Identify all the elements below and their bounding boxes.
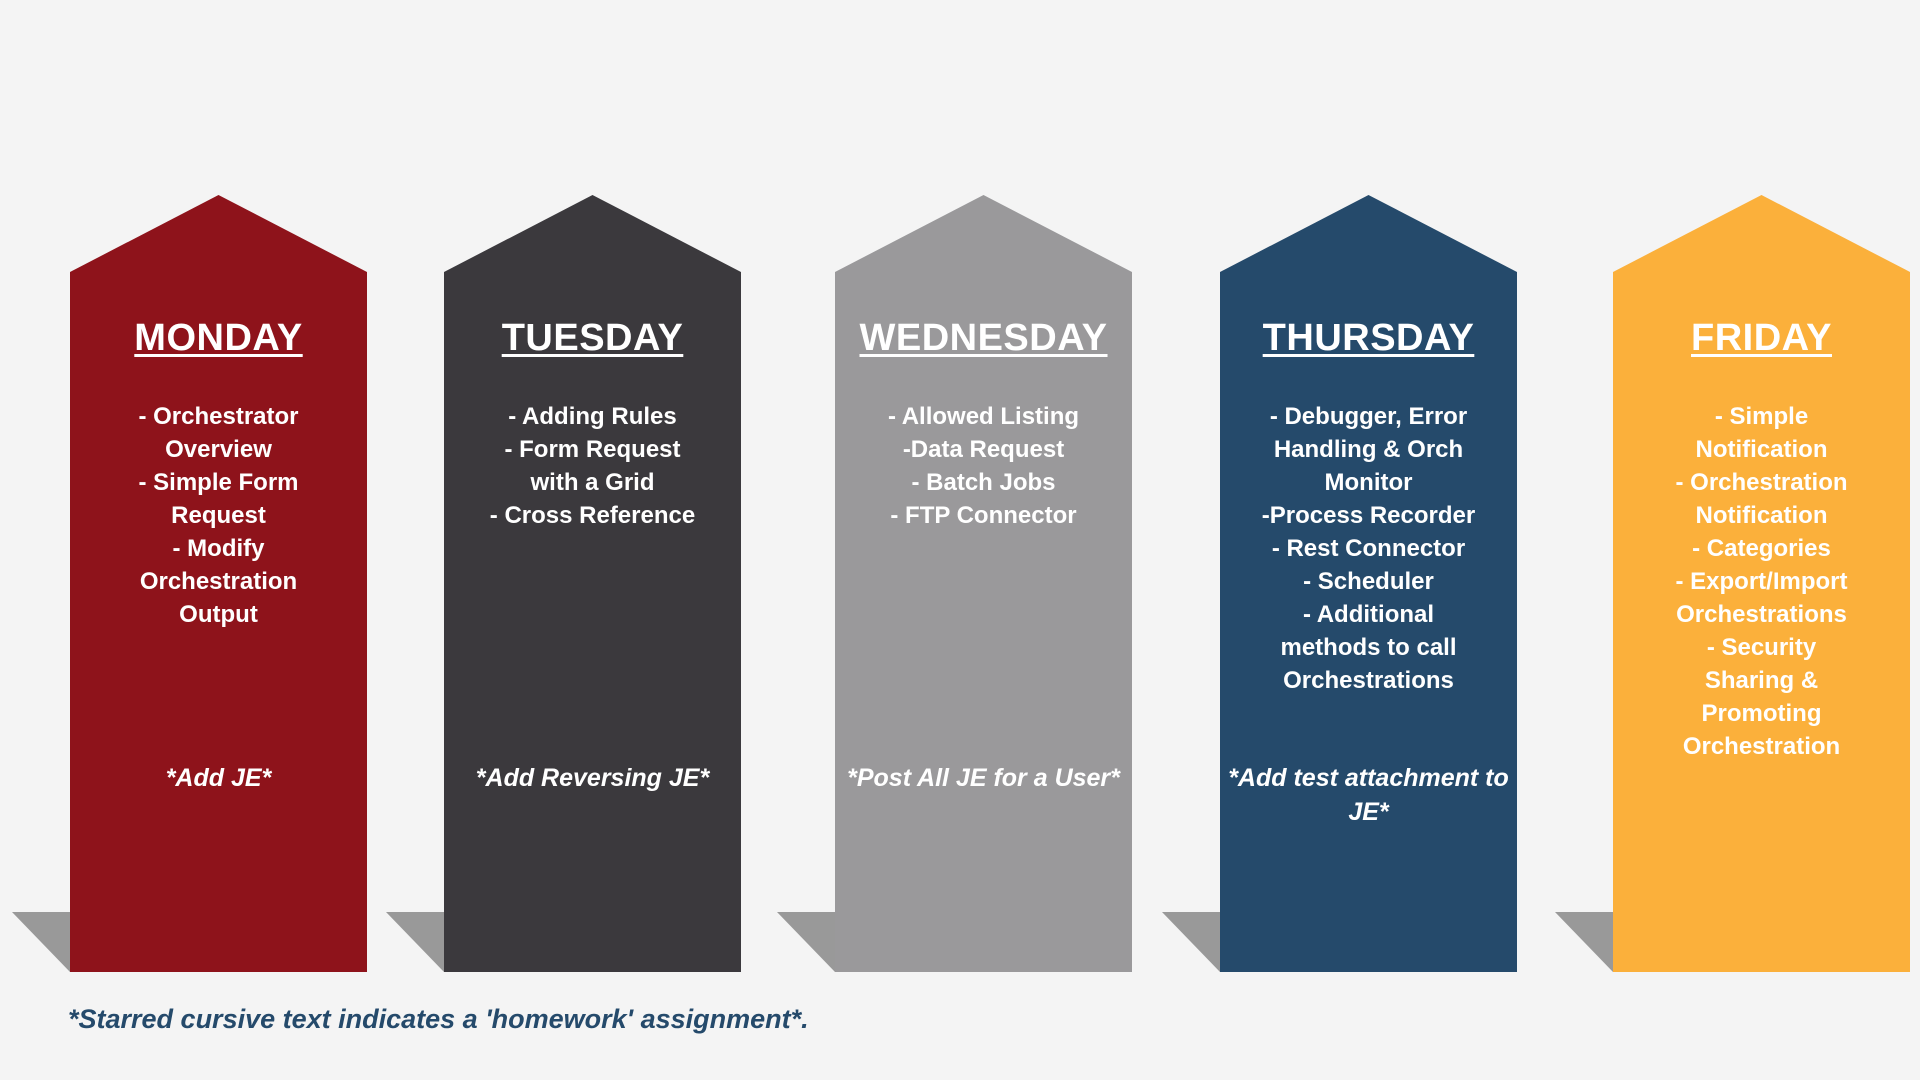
homework-footnote: *Starred cursive text indicates a 'homew… xyxy=(68,1004,809,1034)
monday-topic-line: - Orchestrator xyxy=(138,403,299,430)
wednesday-arrow-fill xyxy=(835,195,1132,972)
monday-content: MONDAY - Orchestrator Overview - Simple … xyxy=(70,195,367,972)
monday-arrow-fill xyxy=(70,195,367,972)
monday-title: MONDAY xyxy=(134,317,303,359)
tuesday-content: TUESDAY - Adding Rules - Form Request wi… xyxy=(444,195,741,972)
friday-topic-line: Orchestration xyxy=(1682,733,1841,760)
monday-topic-line: Request xyxy=(171,502,266,529)
thursday-topic-line: Orchestrations xyxy=(1283,667,1454,694)
tuesday-card: TUESDAY - Adding Rules - Form Request wi… xyxy=(386,195,741,972)
wednesday-content: WEDNESDAY - Allowed Listing -Data Reques… xyxy=(835,195,1132,972)
thursday-topic-line: -Process Recorder xyxy=(1261,502,1476,529)
monday-topics: - Orchestrator Overview - Simple Form Re… xyxy=(78,400,359,631)
thursday-topic-line: - Additional xyxy=(1302,601,1435,628)
wednesday-card: WEDNESDAY - Allowed Listing -Data Reques… xyxy=(777,195,1132,972)
thursday-content: THURSDAY - Debugger, Error Handling & Or… xyxy=(1220,195,1517,972)
tuesday-homework: *Add Reversing JE* xyxy=(475,764,710,792)
monday-topic-line: - Modify xyxy=(172,535,265,562)
thursday-topic-line: Monitor xyxy=(1324,469,1413,496)
wednesday-shadow-shape xyxy=(777,912,835,972)
tuesday-arrow-shape xyxy=(444,195,741,972)
thursday-topic-line: - Scheduler xyxy=(1303,568,1434,595)
friday-content: FRIDAY - Simple Notification - Orchestra… xyxy=(1613,195,1910,972)
thursday-shadow-shape xyxy=(1162,912,1220,972)
wednesday-homework: *Post All JE for a User* xyxy=(847,764,1120,792)
friday-arrow-fill xyxy=(1613,195,1910,972)
friday-topic-line: - Export/Import xyxy=(1675,568,1848,595)
friday-card: FRIDAY - Simple Notification - Orchestra… xyxy=(1555,195,1910,972)
tuesday-title: TUESDAY xyxy=(501,317,684,359)
wednesday-topic-line: -Data Request xyxy=(902,436,1065,463)
friday-topic-line: - Categories xyxy=(1692,535,1831,562)
friday-shadow-shape xyxy=(1555,912,1613,972)
thursday-card-shadow xyxy=(1162,912,1220,972)
friday-title: FRIDAY xyxy=(1691,317,1832,359)
friday-topics: - Simple Notification - Orchestration No… xyxy=(1621,400,1902,763)
wednesday-arrow-shape xyxy=(835,195,1132,972)
monday-arrow-shape xyxy=(70,195,367,972)
friday-arrow-shape xyxy=(1613,195,1910,972)
thursday-card: THURSDAY - Debugger, Error Handling & Or… xyxy=(1162,195,1517,972)
wednesday-topic-line: - Allowed Listing xyxy=(887,403,1080,430)
friday-topic-line: - Security xyxy=(1706,634,1817,661)
thursday-topics: - Debugger, Error Handling & Orch Monito… xyxy=(1228,400,1509,697)
thursday-topic-line: methods to call xyxy=(1280,634,1457,661)
thursday-topic-line: Handling & Orch xyxy=(1273,436,1464,463)
thursday-title: THURSDAY xyxy=(1262,317,1475,359)
tuesday-card-shadow xyxy=(386,912,444,972)
friday-topic-line: Orchestrations xyxy=(1676,601,1847,628)
friday-topic-line: Notification xyxy=(1695,436,1828,463)
wednesday-card-shadow xyxy=(777,912,835,972)
tuesday-arrow-fill xyxy=(444,195,741,972)
wednesday-topic-line: - FTP Connector xyxy=(890,502,1077,529)
monday-homework: *Add JE* xyxy=(165,764,272,792)
friday-topic-line: - Orchestration xyxy=(1675,469,1848,496)
monday-card: MONDAY - Orchestrator Overview - Simple … xyxy=(12,195,367,972)
tuesday-topic-line: with a Grid xyxy=(530,469,655,496)
friday-topic-line: Promoting xyxy=(1701,700,1822,727)
thursday-topic-line: - Debugger, Error xyxy=(1269,403,1468,430)
monday-topic-line: Orchestration xyxy=(139,568,298,595)
monday-shadow-shape xyxy=(12,912,70,972)
monday-topic-line: - Simple Form xyxy=(138,469,299,496)
thursday-arrow-shape xyxy=(1220,195,1517,972)
friday-topic-line: Sharing & xyxy=(1704,667,1819,694)
monday-card-shadow xyxy=(12,912,70,972)
wednesday-title: WEDNESDAY xyxy=(859,317,1108,359)
tuesday-topic-line: - Adding Rules xyxy=(508,403,677,430)
tuesday-topic-line: - Form Request xyxy=(504,436,681,463)
wednesday-topics: - Allowed Listing -Data Request - Batch … xyxy=(843,400,1124,532)
wednesday-topic-line: - Batch Jobs xyxy=(911,469,1056,496)
tuesday-shadow-shape xyxy=(386,912,444,972)
thursday-topic-line: - Rest Connector xyxy=(1271,535,1466,562)
friday-topic-line: Notification xyxy=(1695,502,1828,529)
tuesday-topics: - Adding Rules - Form Request with a Gri… xyxy=(452,400,733,532)
thursday-homework: *Add test attachment to JE* xyxy=(1228,764,1509,826)
friday-card-shadow xyxy=(1555,912,1613,972)
tuesday-topic-line: - Cross Reference xyxy=(489,502,696,529)
friday-topic-line: - Simple xyxy=(1714,403,1809,430)
monday-topic-line: Output xyxy=(179,601,258,628)
thursday-arrow-fill xyxy=(1220,195,1517,972)
monday-topic-line: Overview xyxy=(165,436,272,463)
